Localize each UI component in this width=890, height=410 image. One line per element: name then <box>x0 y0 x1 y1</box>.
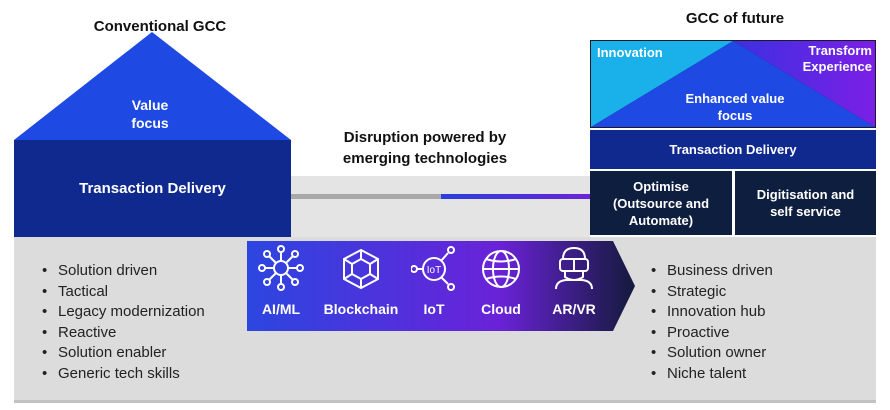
transaction-delivery-box: Transaction Delivery <box>14 140 291 237</box>
tech-label: AR/VR <box>552 301 596 317</box>
transition-band <box>291 176 590 237</box>
list-item: Tactical <box>42 282 205 303</box>
optimise-line1: Optimise <box>633 178 689 194</box>
tech-iot: IoT IoT <box>410 243 458 329</box>
list-item: Legacy modernization <box>42 302 205 323</box>
enhanced-line2: focus <box>717 108 753 123</box>
transition-line-grey <box>291 194 441 199</box>
future-roof <box>590 40 876 128</box>
tech-label: Cloud <box>481 301 521 317</box>
transform-line1: Transform <box>808 43 872 58</box>
tech-blockchain: Blockchain <box>318 243 404 329</box>
tech-ar-vr: AR/VR <box>544 243 604 329</box>
network-node-icon <box>252 243 310 291</box>
future-transaction-delivery-box: Transaction Delivery <box>590 130 876 169</box>
transform-line2: Experience <box>802 59 872 74</box>
value-focus-roof <box>14 32 291 140</box>
list-item: Strategic <box>651 282 773 303</box>
cube-icon <box>318 243 404 291</box>
value-focus-label: Value focus <box>90 96 210 132</box>
list-item: Proactive <box>651 323 773 344</box>
transition-line-gradient <box>441 194 590 199</box>
tech-label: AI/ML <box>261 301 301 317</box>
enhanced-line1: Enhanced value <box>685 91 785 106</box>
list-item: Business driven <box>651 261 773 282</box>
enhanced-value-focus-label: Enhanced value focus <box>660 90 810 124</box>
future-traits-list: Business driven Strategic Innovation hub… <box>651 261 773 385</box>
value-focus-line2: focus <box>131 115 169 131</box>
iot-icon-text: IoT <box>427 265 441 276</box>
list-item: Niche talent <box>651 364 773 385</box>
list-item: Generic tech skills <box>42 364 205 385</box>
digitisation-line2: self service <box>770 204 841 219</box>
list-item: Solution owner <box>651 343 773 364</box>
disruption-title-line2: emerging technologies <box>342 150 508 167</box>
tech-ai-ml: AI/ML <box>252 243 310 329</box>
list-item: Innovation hub <box>651 302 773 323</box>
list-item: Solution driven <box>42 261 205 282</box>
globe-icon <box>472 243 530 291</box>
disruption-title: Disruption powered by emerging technolog… <box>300 127 550 169</box>
list-item: Reactive <box>42 323 205 344</box>
disruption-title-line1: Disruption powered by <box>343 129 507 146</box>
gcc-of-future-title: GCC of future <box>685 10 785 27</box>
digitisation-box: Digitisation and self service <box>735 171 876 235</box>
optimise-line3: Automate) <box>628 212 694 228</box>
conventional-gcc-title: Conventional GCC <box>93 18 227 35</box>
value-focus-line1: Value <box>131 97 169 113</box>
list-item: Solution enabler <box>42 343 205 364</box>
optimise-line2: (Outsource and <box>612 195 710 211</box>
iot-icon: IoT <box>410 243 458 291</box>
innovation-label: Innovation <box>597 45 663 60</box>
tech-cloud: Cloud <box>472 243 530 329</box>
conventional-traits-list: Solution driven Tactical Legacy moderniz… <box>42 261 205 385</box>
tech-label: IoT <box>423 301 445 317</box>
tech-label: Blockchain <box>323 301 399 317</box>
optimise-box: Optimise (Outsource and Automate) <box>590 171 732 235</box>
vr-headset-icon <box>544 243 604 291</box>
transform-experience-label: Transform Experience <box>760 43 872 75</box>
digitisation-line1: Digitisation and <box>756 187 855 202</box>
